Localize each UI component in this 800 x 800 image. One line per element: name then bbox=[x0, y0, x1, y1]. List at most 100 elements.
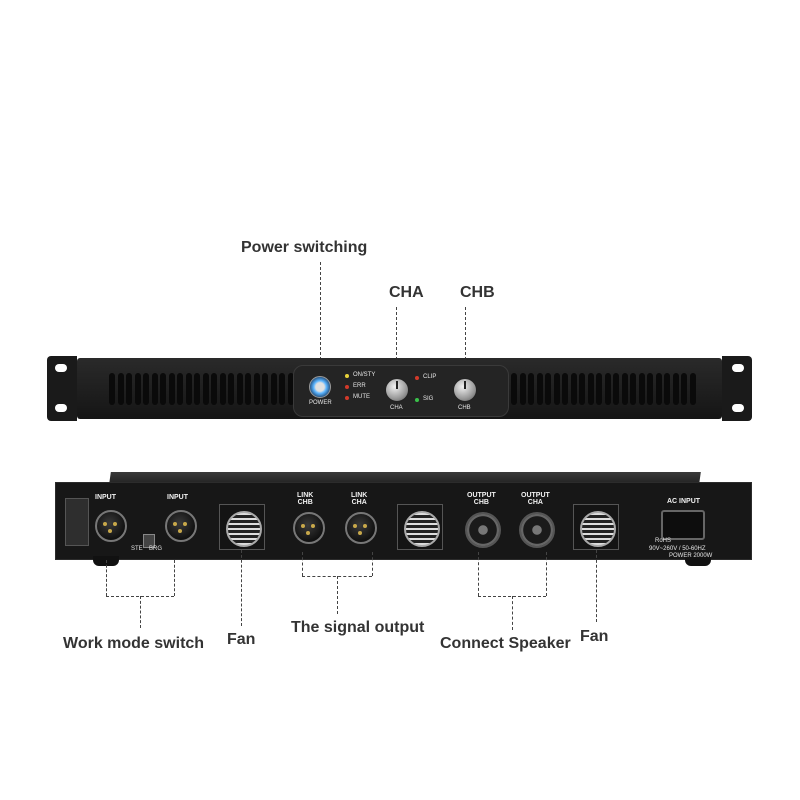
rack-hole-tl bbox=[55, 364, 67, 372]
leader-signal-a bbox=[302, 552, 303, 576]
vent-slot bbox=[151, 373, 158, 405]
leader-power bbox=[320, 262, 321, 380]
rack-hole-bl bbox=[55, 404, 67, 412]
front-panel: POWER ON/STY ERR MUTE CHA CLIP SIG CHB bbox=[47, 356, 752, 421]
leader-fan-left bbox=[241, 550, 242, 626]
leader-speaker-c bbox=[512, 596, 513, 630]
fan-center bbox=[397, 504, 443, 550]
link-cha-label: LINK CHA bbox=[351, 492, 368, 506]
callout-work-mode-switch: Work mode switch bbox=[63, 635, 205, 652]
output-cha-label: OUTPUT CHA bbox=[521, 492, 550, 506]
vent-slots-right bbox=[511, 372, 701, 406]
led-err bbox=[345, 385, 349, 389]
led-err-label: ERR bbox=[353, 383, 366, 389]
power-label: POWER bbox=[309, 400, 332, 406]
vent-slot bbox=[647, 373, 653, 405]
output-chb-label: OUTPUT CHB bbox=[467, 492, 496, 506]
fan-right bbox=[573, 504, 619, 550]
led-sig-label: SIG bbox=[423, 396, 434, 402]
led-on-sty-label: ON/STY bbox=[353, 372, 376, 378]
power-rating-label: POWER 2000W bbox=[669, 553, 713, 559]
vent-slot bbox=[245, 373, 251, 405]
vent-slot bbox=[117, 373, 124, 405]
vent-slot bbox=[664, 373, 670, 405]
vent-slot bbox=[528, 373, 534, 405]
vent-slot bbox=[211, 373, 217, 405]
vent-slot bbox=[270, 373, 277, 405]
callout-connect-speaker: Connect Speaker bbox=[440, 635, 571, 652]
xlr-input-1[interactable] bbox=[95, 510, 127, 542]
led-clip bbox=[415, 376, 419, 380]
vent-slot bbox=[587, 373, 594, 405]
vent-slot bbox=[630, 373, 636, 405]
led-mute-label: MUTE bbox=[353, 394, 370, 400]
leader-signal-c bbox=[337, 576, 338, 614]
power-button[interactable] bbox=[309, 376, 331, 398]
vent-slot bbox=[185, 373, 192, 405]
leader-work-mode-c bbox=[140, 596, 141, 628]
vent-slot bbox=[236, 373, 243, 405]
brg-label: BRG bbox=[149, 546, 163, 552]
vent-slot bbox=[160, 373, 166, 405]
vent-slot bbox=[126, 373, 132, 405]
vent-slot bbox=[253, 373, 260, 405]
leader-speaker-a bbox=[478, 552, 479, 596]
leader-signal-b bbox=[372, 552, 373, 576]
vent-slot bbox=[168, 373, 175, 405]
vent-slot bbox=[143, 373, 149, 405]
iec-power-socket[interactable] bbox=[661, 510, 705, 540]
warning-sticker bbox=[65, 498, 89, 546]
vent-slot bbox=[519, 373, 526, 405]
vent-slot bbox=[511, 373, 517, 405]
vent-slot bbox=[279, 373, 285, 405]
knob-chb[interactable] bbox=[453, 378, 477, 402]
speakon-output-cha[interactable] bbox=[519, 512, 555, 548]
callout-fan-left: Fan bbox=[227, 631, 256, 648]
leader-work-mode-a bbox=[106, 560, 107, 596]
callout-signal-output: The signal output bbox=[291, 619, 425, 636]
led-on-sty bbox=[345, 374, 349, 378]
knob-cha[interactable] bbox=[385, 378, 409, 402]
vent-slot bbox=[621, 373, 628, 405]
vent-slot bbox=[536, 373, 543, 405]
speakon-output-chb[interactable] bbox=[465, 512, 501, 548]
led-clip-label: CLIP bbox=[423, 374, 437, 380]
callout-power-switching: Power switching bbox=[241, 239, 368, 256]
foot-right bbox=[685, 556, 711, 566]
link-chb-label: LINK CHB bbox=[297, 492, 314, 506]
leader-chb bbox=[465, 307, 466, 385]
vent-slot bbox=[545, 373, 551, 405]
vent-slot bbox=[134, 373, 141, 405]
xlr-link-chb[interactable] bbox=[293, 512, 325, 544]
rack-hole-tr bbox=[732, 364, 744, 372]
rear-panel: INPUT STE BRG INPUT LINK CHB LINK CHA OU… bbox=[55, 472, 752, 572]
rack-hole-br bbox=[732, 404, 744, 412]
callout-cha: CHA bbox=[389, 284, 424, 301]
vent-slot bbox=[579, 373, 585, 405]
leader-cha bbox=[396, 307, 397, 385]
xlr-link-cha[interactable] bbox=[345, 512, 377, 544]
vent-slot bbox=[570, 373, 577, 405]
vent-slot bbox=[689, 373, 696, 405]
voltage-label: 90V~260V / 50-60HZ bbox=[649, 546, 706, 552]
xlr-input-2[interactable] bbox=[165, 510, 197, 542]
leader-fan-right bbox=[596, 550, 597, 622]
vent-slot bbox=[228, 373, 234, 405]
vent-slot bbox=[596, 373, 602, 405]
vent-slot bbox=[562, 373, 568, 405]
vent-slot bbox=[262, 373, 268, 405]
ste-label: STE bbox=[131, 546, 143, 552]
work-mode-switch[interactable] bbox=[143, 534, 155, 548]
vent-slots-left bbox=[109, 372, 299, 406]
vent-slot bbox=[109, 373, 115, 405]
vent-slot bbox=[681, 373, 687, 405]
vent-slot bbox=[194, 373, 200, 405]
input-2-label: INPUT bbox=[167, 494, 188, 501]
vent-slot bbox=[287, 373, 294, 405]
led-sig bbox=[415, 398, 419, 402]
fan-left bbox=[219, 504, 265, 550]
rohs-label: RoHS bbox=[655, 538, 672, 544]
knob-chb-label: CHB bbox=[458, 405, 471, 411]
leader-work-mode-b bbox=[174, 560, 175, 596]
vent-slot bbox=[202, 373, 209, 405]
